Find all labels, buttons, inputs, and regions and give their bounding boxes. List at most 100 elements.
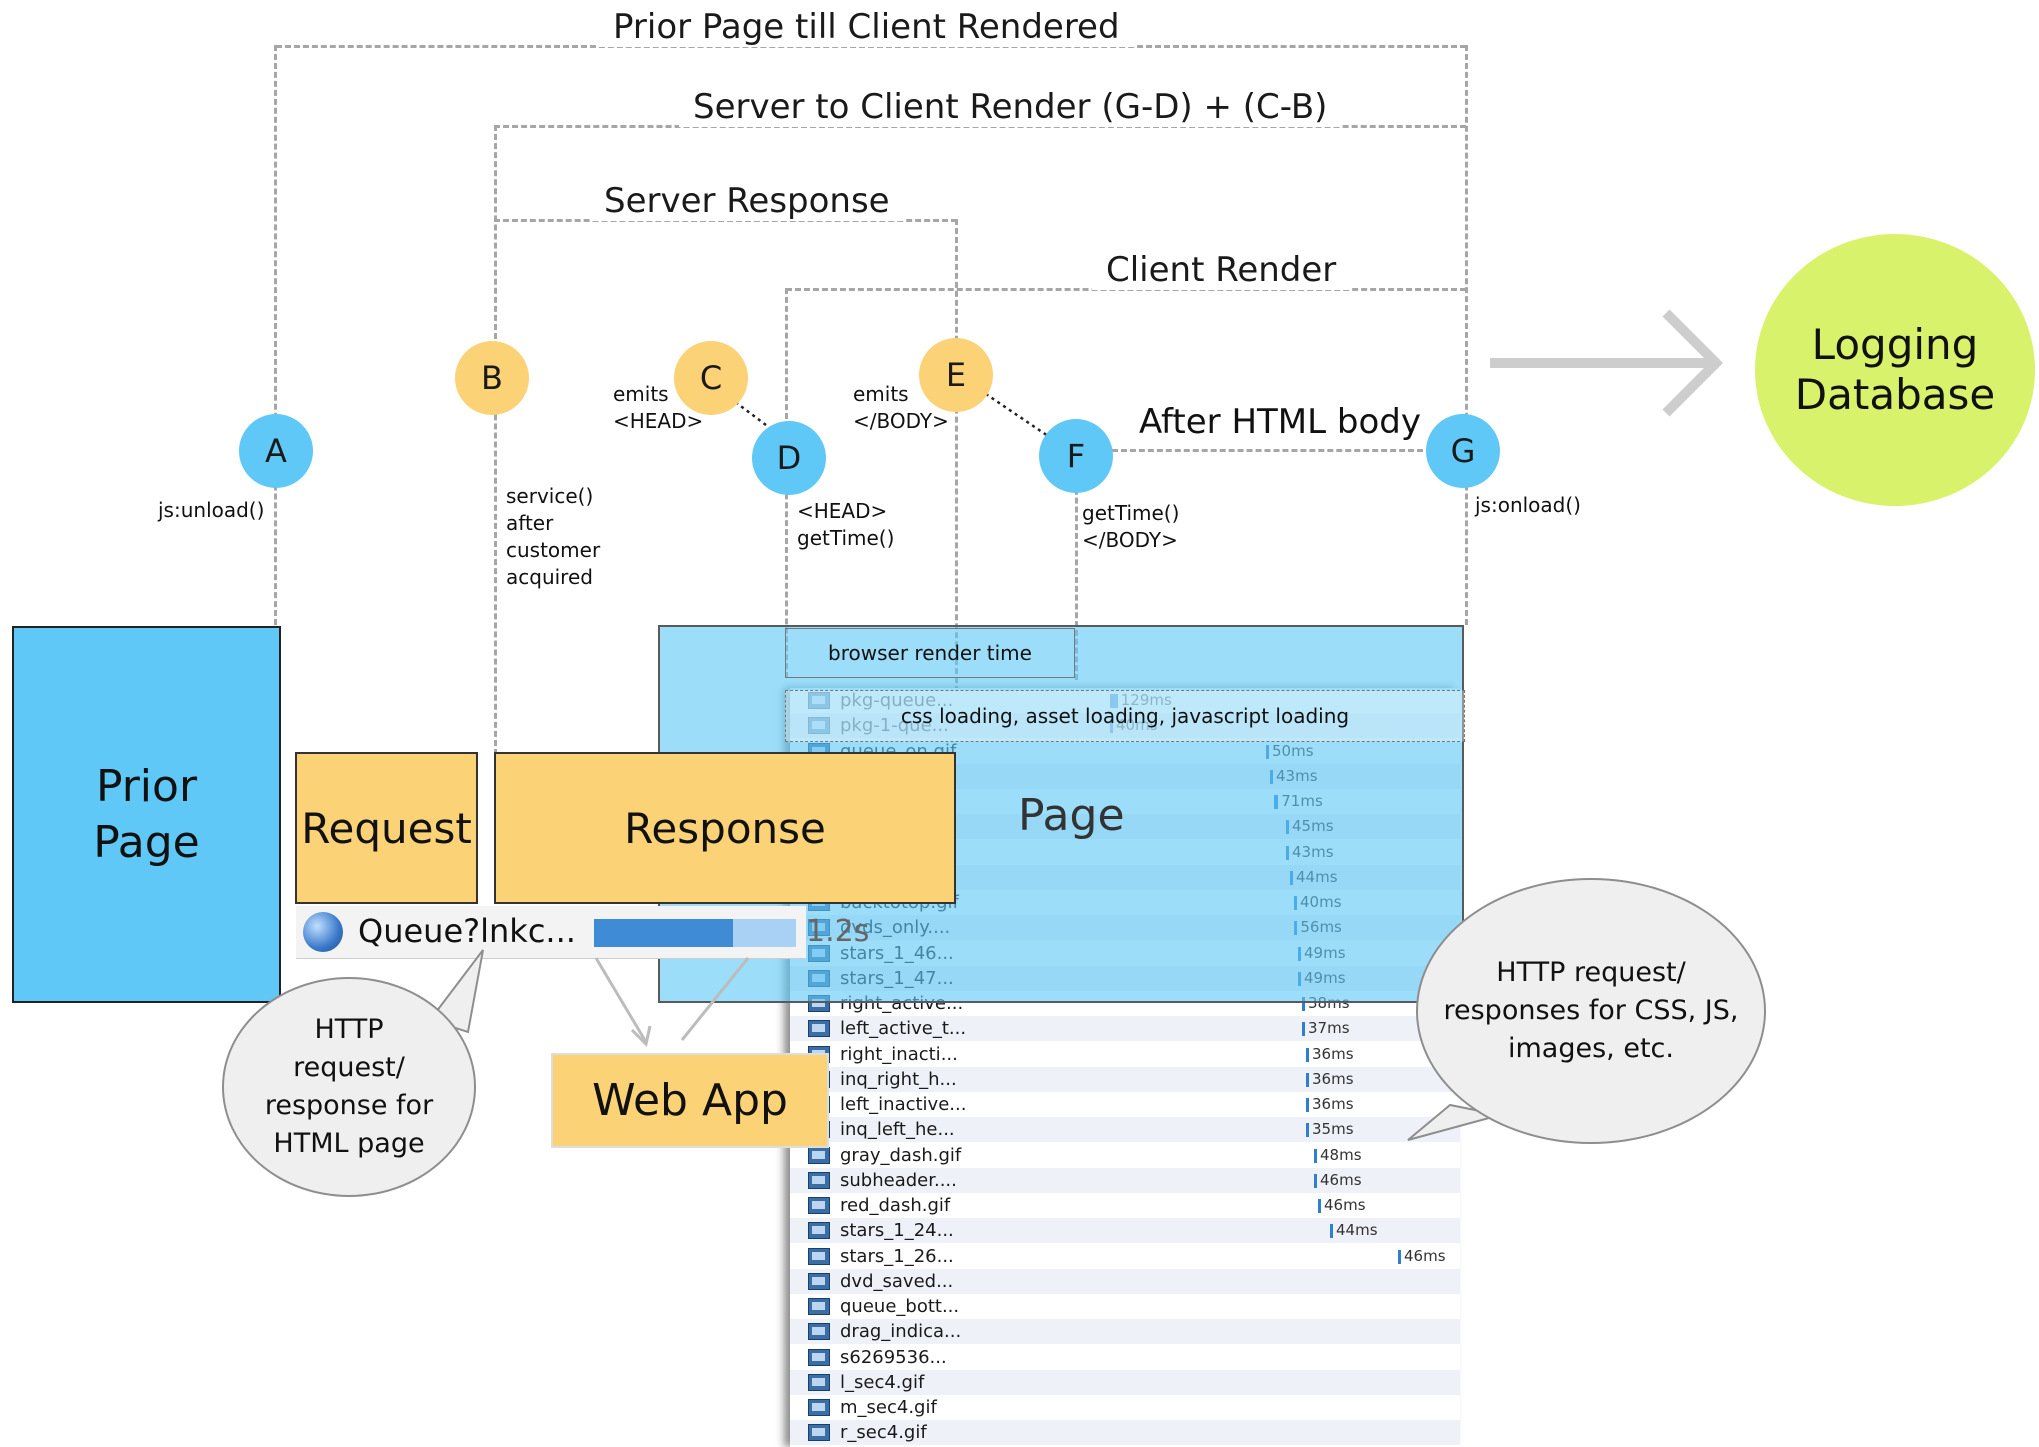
waterfall-row-name: dvd_saved... xyxy=(840,1270,954,1292)
waterfall-time-label: 35ms xyxy=(1312,1120,1354,1139)
image-file-icon xyxy=(808,1222,830,1240)
waterfall-bar xyxy=(1318,1199,1321,1213)
waterfall-time-label: 44ms xyxy=(1336,1221,1378,1240)
waterfall-row: left_active_t... 37ms xyxy=(790,1016,1460,1042)
waterfall-bar xyxy=(1314,1148,1317,1163)
waterfall-row: queue_bott...46ms xyxy=(790,1294,1460,1319)
image-file-icon xyxy=(808,1197,830,1214)
request-bar: Queue?lnkc... 1.2s xyxy=(296,906,869,959)
note-b: service() after customer acquired xyxy=(506,484,601,589)
waterfall-row-name: subheader.... xyxy=(840,1169,957,1191)
point-g: G xyxy=(1426,414,1500,488)
image-file-icon xyxy=(808,1247,830,1265)
waterfall-bar xyxy=(1306,1072,1309,1087)
point-b: B xyxy=(455,341,529,415)
note-f: getTime() </BODY> xyxy=(1082,501,1180,552)
waterfall-bar xyxy=(1302,1022,1305,1037)
waterfall-row: red_dash.gif 46ms xyxy=(790,1193,1460,1218)
web-app-box: Web App xyxy=(551,1053,829,1148)
waterfall-row-name: stars_1_24... xyxy=(840,1220,954,1242)
waterfall-time-label: 48ms xyxy=(1320,1145,1362,1164)
waterfall-row-name: l_sec4.gif xyxy=(840,1371,925,1393)
note-e: emits </BODY> xyxy=(853,382,949,433)
logging-database: Logging Database xyxy=(1755,234,2035,506)
waterfall-time-label: 46ms xyxy=(1320,1170,1362,1189)
waterfall-row-name: r_sec4.gif xyxy=(840,1422,927,1444)
point-c: C xyxy=(674,341,748,415)
waterfall-time-label: 46ms xyxy=(1404,1246,1446,1265)
arrow-to-database-icon xyxy=(1490,309,1724,417)
browser-render-time-box: browser render time xyxy=(785,628,1075,678)
waterfall-row: l_sec4.gif45ms xyxy=(790,1369,1460,1395)
point-e: E xyxy=(919,338,993,412)
note-a: js:unload() xyxy=(158,498,265,522)
waterfall-row: gray_dash.gif 48ms xyxy=(790,1143,1460,1168)
waterfall-row-name: drag_indica... xyxy=(840,1321,962,1343)
span-label-server-to-client: Server to Client Render (G-D) + (C-B) xyxy=(679,87,1342,127)
waterfall-row: r_sec4.gif44ms xyxy=(790,1420,1460,1446)
request-progress-fill xyxy=(594,919,734,947)
request-time: 1.2s xyxy=(806,914,870,949)
image-file-icon xyxy=(808,1020,830,1038)
span-label-client-render: Client Render xyxy=(1092,250,1351,290)
waterfall-time-label: 46ms xyxy=(1324,1196,1366,1214)
note-c: emits <HEAD> xyxy=(613,382,704,433)
waterfall-row-name: queue_bott... xyxy=(840,1296,960,1317)
waterfall-bar xyxy=(1306,1047,1309,1062)
waterfall-row-name: left_active_t... xyxy=(840,1018,967,1040)
image-file-icon xyxy=(808,1323,830,1341)
waterfall-row: stars_1_26... 46ms xyxy=(790,1244,1460,1269)
waterfall-row: drag_indica...47ms xyxy=(790,1319,1460,1345)
f-drop-line xyxy=(1075,480,1078,680)
span-label-prior-page: Prior Page till Client Rendered xyxy=(599,7,1134,47)
span-label-after-html-body: After HTML body xyxy=(1135,402,1425,442)
note-g: js:onload() xyxy=(1475,493,1581,517)
span-label-server-response: Server Response xyxy=(590,181,904,221)
waterfall-bar xyxy=(1398,1249,1401,1264)
waterfall-row: subheader.... 46ms xyxy=(790,1167,1460,1193)
image-file-icon xyxy=(808,1424,830,1442)
waterfall-time-label: 36ms xyxy=(1312,1095,1354,1113)
asset-loading-box: css loading, asset loading, javascript l… xyxy=(785,690,1465,742)
prior-page-box: Prior Page xyxy=(12,626,281,1003)
request-progress-track xyxy=(594,919,796,947)
image-file-icon xyxy=(808,1298,830,1315)
waterfall-bar xyxy=(1330,1224,1333,1239)
waterfall-bar xyxy=(1306,1098,1309,1112)
image-file-icon xyxy=(808,1399,830,1416)
point-d: D xyxy=(752,421,826,495)
point-a: A xyxy=(239,414,313,488)
waterfall-row-name: inq_right_h... xyxy=(840,1068,957,1090)
waterfall-bar xyxy=(1302,997,1305,1011)
response-box: Response xyxy=(494,752,956,904)
waterfall-row-name: s6269536... xyxy=(840,1346,947,1368)
image-file-icon xyxy=(808,1348,830,1366)
bubble-html-page: HTTP request/ response for HTML page xyxy=(222,977,476,1197)
waterfall-bar xyxy=(1314,1173,1317,1188)
page-label: Page xyxy=(1018,790,1125,841)
image-file-icon xyxy=(808,1373,830,1391)
waterfall-row: s6269536...100ms xyxy=(790,1345,1460,1370)
waterfall-row-name: right_inacti... xyxy=(840,1043,958,1065)
waterfall-time-label: 36ms xyxy=(1312,1069,1354,1088)
waterfall-row: inq_right_h... 36ms xyxy=(790,1066,1460,1092)
request-name: Queue?lnkc... xyxy=(358,912,576,950)
waterfall-row: stars_1_24... 44ms xyxy=(790,1218,1460,1244)
waterfall-bar xyxy=(1306,1123,1309,1138)
waterfall-row-name: red_dash.gif xyxy=(840,1195,951,1216)
waterfall-row-name: stars_1_26... xyxy=(840,1245,954,1267)
note-d: <HEAD> getTime() xyxy=(797,499,895,550)
point-f: F xyxy=(1039,419,1113,493)
request-box: Request xyxy=(295,752,478,904)
bubble-assets: HTTP request/ responses for CSS, JS, ima… xyxy=(1416,878,1766,1144)
waterfall-row-name: inq_left_he... xyxy=(840,1119,955,1141)
image-file-icon xyxy=(808,1272,830,1290)
after-html-body-line xyxy=(1112,449,1432,452)
waterfall-row: m_sec4.gif44ms xyxy=(790,1395,1460,1420)
globe-icon xyxy=(303,912,343,952)
waterfall-time-label: 37ms xyxy=(1308,1019,1350,1038)
waterfall-row-name: gray_dash.gif xyxy=(840,1144,962,1166)
waterfall-row: dvd_saved...50ms xyxy=(790,1268,1460,1294)
